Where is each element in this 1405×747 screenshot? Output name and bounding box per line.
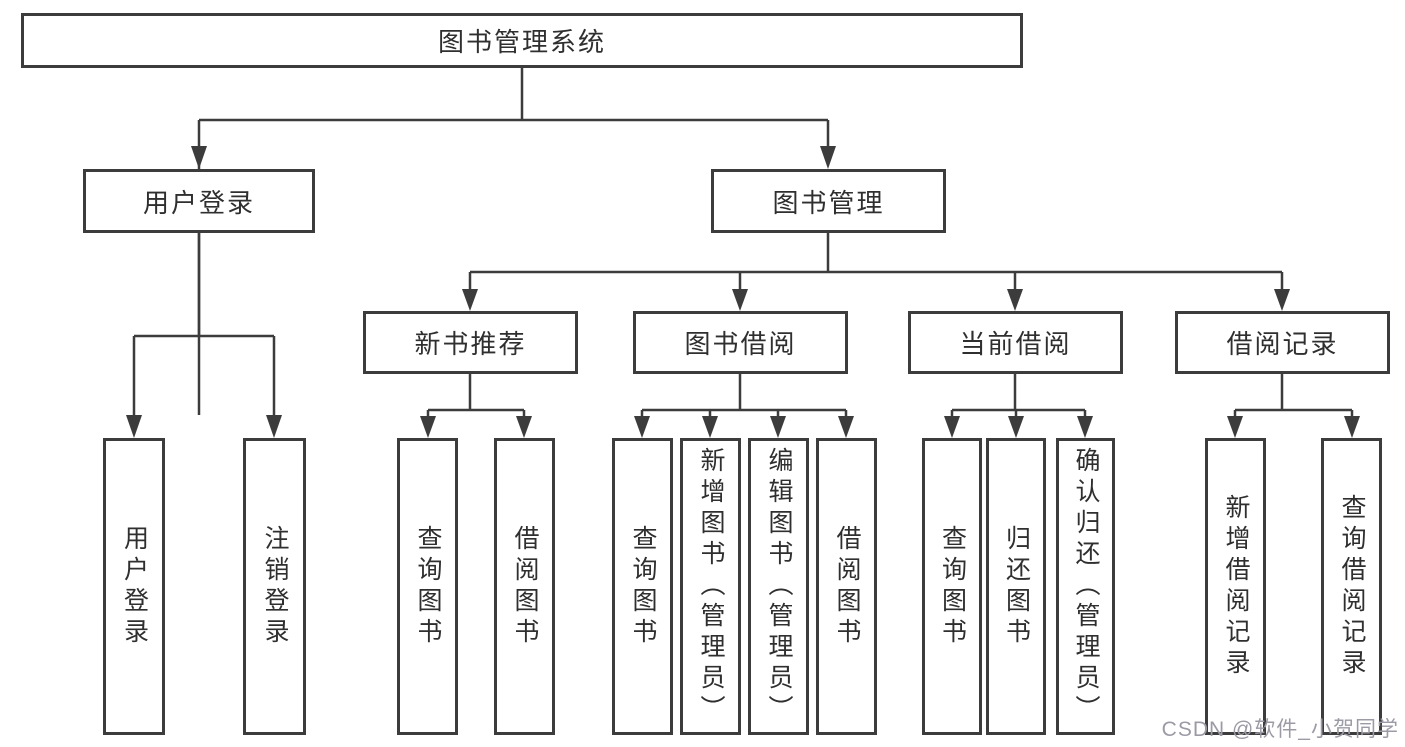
leaf-user-login: 用户登录 bbox=[103, 438, 165, 735]
leaf-records-query-record: 查询借阅记录 bbox=[1321, 438, 1382, 735]
leaf-borrow-query-books: 查询图书 bbox=[612, 438, 673, 735]
node-user-login: 用户登录 bbox=[83, 169, 315, 233]
leaf-records-add-record: 新增借阅记录 bbox=[1205, 438, 1266, 735]
leaf-current-confirm-return-admin: 确认归还（管理员） bbox=[1056, 438, 1115, 735]
connector-newbooks-to-leaves bbox=[426, 374, 526, 416]
connector-arrowheads-b bbox=[420, 416, 532, 438]
csdn-watermark: CSDN @软件_小贺同学 bbox=[1161, 718, 1399, 741]
connector-arrowheads-level2 bbox=[191, 146, 836, 169]
connector-bookborrow-to-leaves bbox=[640, 374, 848, 416]
connector-bookmgmt-to-level3 bbox=[468, 233, 1284, 289]
connector-arrowheads-d bbox=[944, 416, 1093, 438]
connector-arrowheads-e bbox=[1227, 416, 1360, 438]
node-book-management: 图书管理 bbox=[711, 169, 946, 233]
connector-arrowheads-a bbox=[126, 415, 282, 438]
leaf-borrow-add-books-admin: 新增图书（管理员） bbox=[680, 438, 741, 735]
node-new-book-recommend: 新书推荐 bbox=[363, 311, 578, 374]
node-borrowing-records: 借阅记录 bbox=[1175, 311, 1390, 374]
leaf-borrow-borrow-books: 借阅图书 bbox=[816, 438, 877, 735]
connector-userlogin-to-leaves bbox=[132, 233, 276, 415]
leaf-current-query-books: 查询图书 bbox=[922, 438, 982, 735]
leaf-newbooks-borrow-books: 借阅图书 bbox=[494, 438, 555, 735]
leaf-logout: 注销登录 bbox=[243, 438, 306, 735]
connector-root-to-level2 bbox=[197, 68, 830, 415]
node-root-system: 图书管理系统 bbox=[21, 13, 1023, 68]
leaf-borrow-edit-books-admin: 编辑图书（管理员） bbox=[748, 438, 809, 735]
leaf-current-return-books: 归还图书 bbox=[986, 438, 1046, 735]
connector-arrowheads-c bbox=[634, 416, 854, 438]
connector-currentborrow-to-leaves bbox=[950, 374, 1087, 416]
node-book-borrowing: 图书借阅 bbox=[633, 311, 848, 374]
connector-borrowrecords-to-leaves bbox=[1233, 374, 1354, 416]
node-current-borrowing: 当前借阅 bbox=[908, 311, 1123, 374]
leaf-newbooks-query-books: 查询图书 bbox=[397, 438, 458, 735]
connector-arrowheads-level3 bbox=[462, 289, 1290, 311]
